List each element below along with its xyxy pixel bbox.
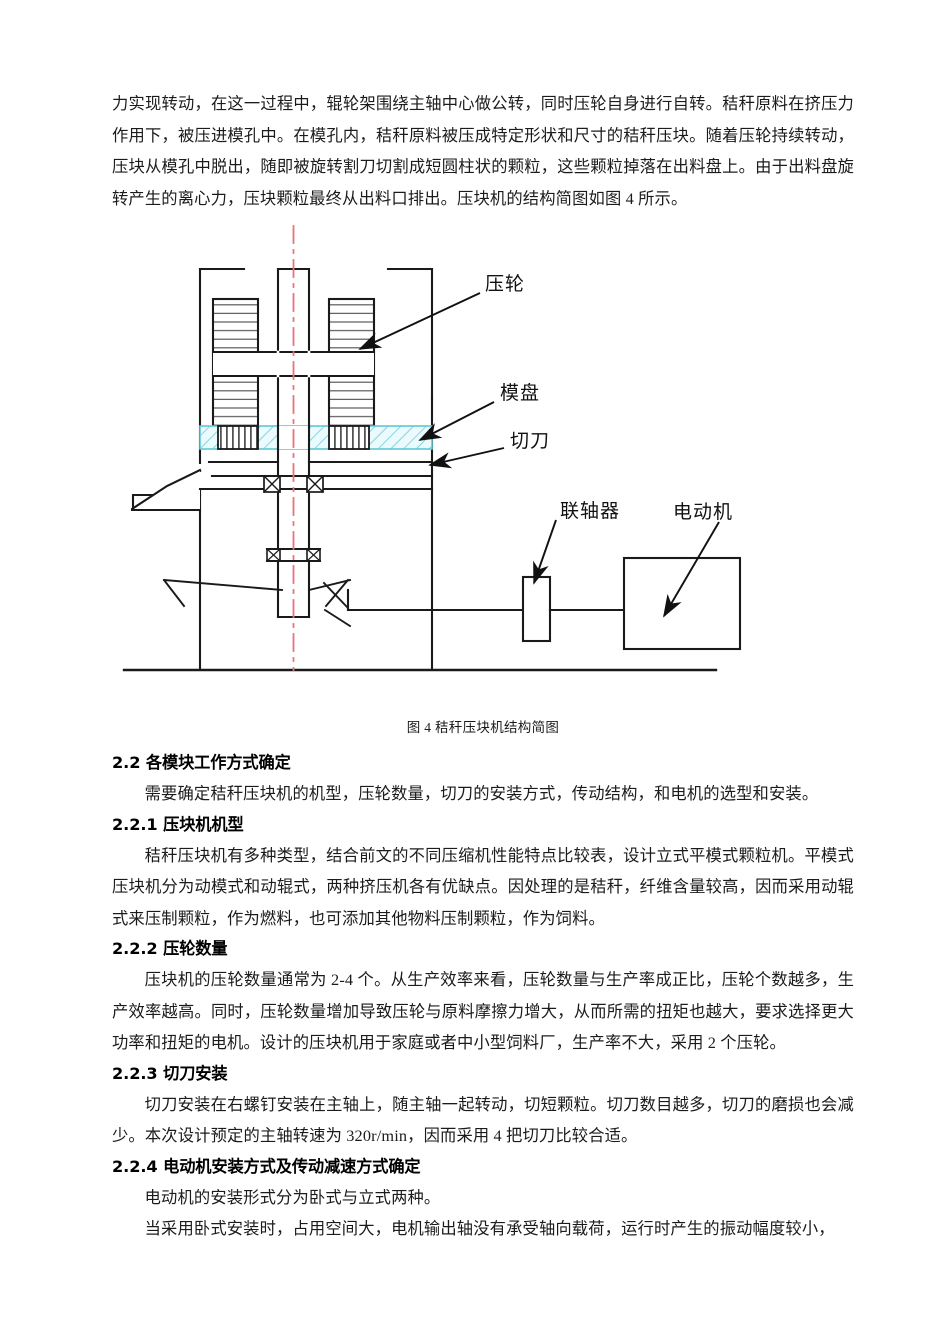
label-press-wheel: 压轮 [485,273,525,295]
label-coupling: 联轴器 [560,500,620,522]
paragraph-2-2-0: 需要确定秸秆压块机的机型，压轮数量，切刀的安装方式，传动结构，和电机的选型和安装… [144,784,819,803]
leader-cutter [428,447,505,469]
leader-press-wheel [358,292,481,350]
bearing-lower-left-x2 [266,548,281,562]
die-hole-right [328,425,370,450]
heading-2-2-1: 2.2.1 压块机机型 [112,814,244,834]
diagram-geometry [122,225,742,672]
figure-4-structure-diagram: 压轮 模盘 切刀 联轴器 电动机 图 4 秸秆压块机结构简图 [112,218,854,748]
discharge-chute-outline [130,468,202,512]
leader-motor [663,521,720,618]
paragraph-2-2-1-0: 秸秆压块机有多种类型，结合前文的不同压缩机性能特点比较表，设计立式平模式颗粒机。… [112,845,854,928]
heading-2-2-3: 2.2.3 切刀安装 [112,1063,228,1083]
leader-die-plate [418,401,495,441]
diagram-leaders [358,292,720,618]
paragraph-2-2-4-1: 当采用卧式安装时，占用空间大，电机输出轴没有承受轴向载荷，运行时产生的振动幅度较… [144,1219,835,1238]
paragraph-2-2-2-0: 压块机的压轮数量通常为 2-4 个。从生产效率来看，压轮数量与生产率成正比，压轮… [112,970,854,1052]
document-content: 力实现转动，在这一过程中，辊轮架围绕主轴中心做公转，同时压轮自身进行自转。秸秆原… [112,88,854,1245]
label-cutter: 切刀 [510,431,550,452]
diagram-labels: 压轮 模盘 切刀 联轴器 电动机 [485,273,733,523]
label-die-plate: 模盘 [500,382,540,404]
paragraph-2-2-4-0: 电动机的安装形式分为卧式与立式两种。 [144,1187,441,1207]
heading-2-2: 2.2 各模块工作方式确定 [112,753,291,772]
bearing-upper-right-x2 [306,475,324,493]
heading-2-2-4: 2.2.4 电动机安装方式及传动减速方式确定 [112,1156,421,1176]
die-hole-left [217,425,259,450]
bearing-lower-right-x2 [306,548,321,562]
bearing-upper-left-x2 [263,475,281,493]
break-line-left [162,578,284,608]
leader-coupling [533,519,557,585]
figure-caption: 图 4 秸秆压块机结构简图 [406,720,560,735]
label-motor: 电动机 [673,501,733,523]
heading-2-2-2: 2.2.2 压轮数量 [112,939,228,958]
intro-paragraph: 力实现转动，在这一过程中，辊轮架围绕主轴中心做公转，同时压轮自身进行自转。秸秆原… [112,94,854,208]
paragraph-2-2-3-0: 切刀安装在右螺钉安装在主轴上，随主轴一起转动，切短颗粒。切刀数目越多，切刀的磨损… [112,1094,854,1146]
motor-box [622,556,742,651]
coupling-block [521,575,552,643]
break-line-right [307,578,352,608]
break-line-right-2 [322,581,352,628]
